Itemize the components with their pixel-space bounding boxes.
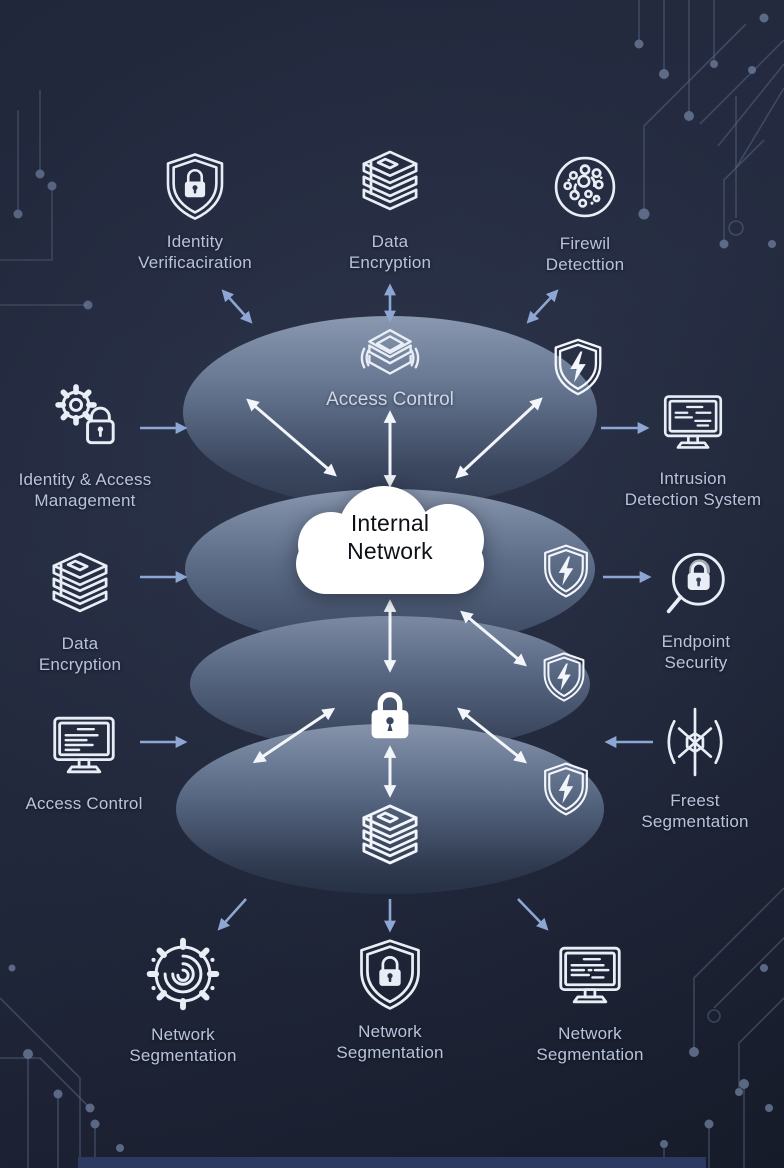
- access-control-core-label: Access Control: [326, 389, 454, 410]
- shield-lock-icon: [166, 153, 224, 220]
- padlock-icon: [371, 692, 409, 739]
- data-stack-icon: [52, 552, 108, 613]
- gear-swirl-icon: [146, 937, 220, 1011]
- shield-bolt-icon: [554, 338, 602, 396]
- internal-network-cloud: Internal Network: [296, 486, 484, 594]
- circuit-decoration-left: [0, 90, 93, 310]
- white-arrows: [246, 397, 543, 798]
- gear-lock-icon: [55, 384, 115, 445]
- shield-bolt-icon: [544, 762, 588, 816]
- circuit-decoration-top-right: [634, 0, 784, 249]
- bottom-accent-bar: [78, 1157, 706, 1168]
- monitor-icon: [663, 395, 723, 449]
- monitor-icon: [559, 946, 621, 1004]
- circuit-decoration-bottom-left: [0, 964, 124, 1168]
- data-stack-icon: [362, 804, 418, 865]
- node-access-control-left: Access Control: [4, 706, 164, 814]
- shield-bolt-icon: [543, 652, 585, 702]
- magnifier-lock-icon: [666, 552, 725, 614]
- segmentation-icon: [667, 707, 723, 777]
- cloud-label: Internal Network: [347, 510, 433, 564]
- malware-scan-icon: [554, 156, 616, 218]
- cube-stack-icon: [360, 329, 420, 375]
- node-label: Access Control: [25, 794, 143, 813]
- shield-bolt-icon: [544, 544, 588, 598]
- blue-arrows: [140, 283, 653, 933]
- shield-lock-icon: [360, 939, 420, 1010]
- data-stack-icon: [362, 150, 418, 211]
- monitor-icon: [53, 716, 115, 774]
- circuit-decoration-bottom-right: [660, 887, 784, 1168]
